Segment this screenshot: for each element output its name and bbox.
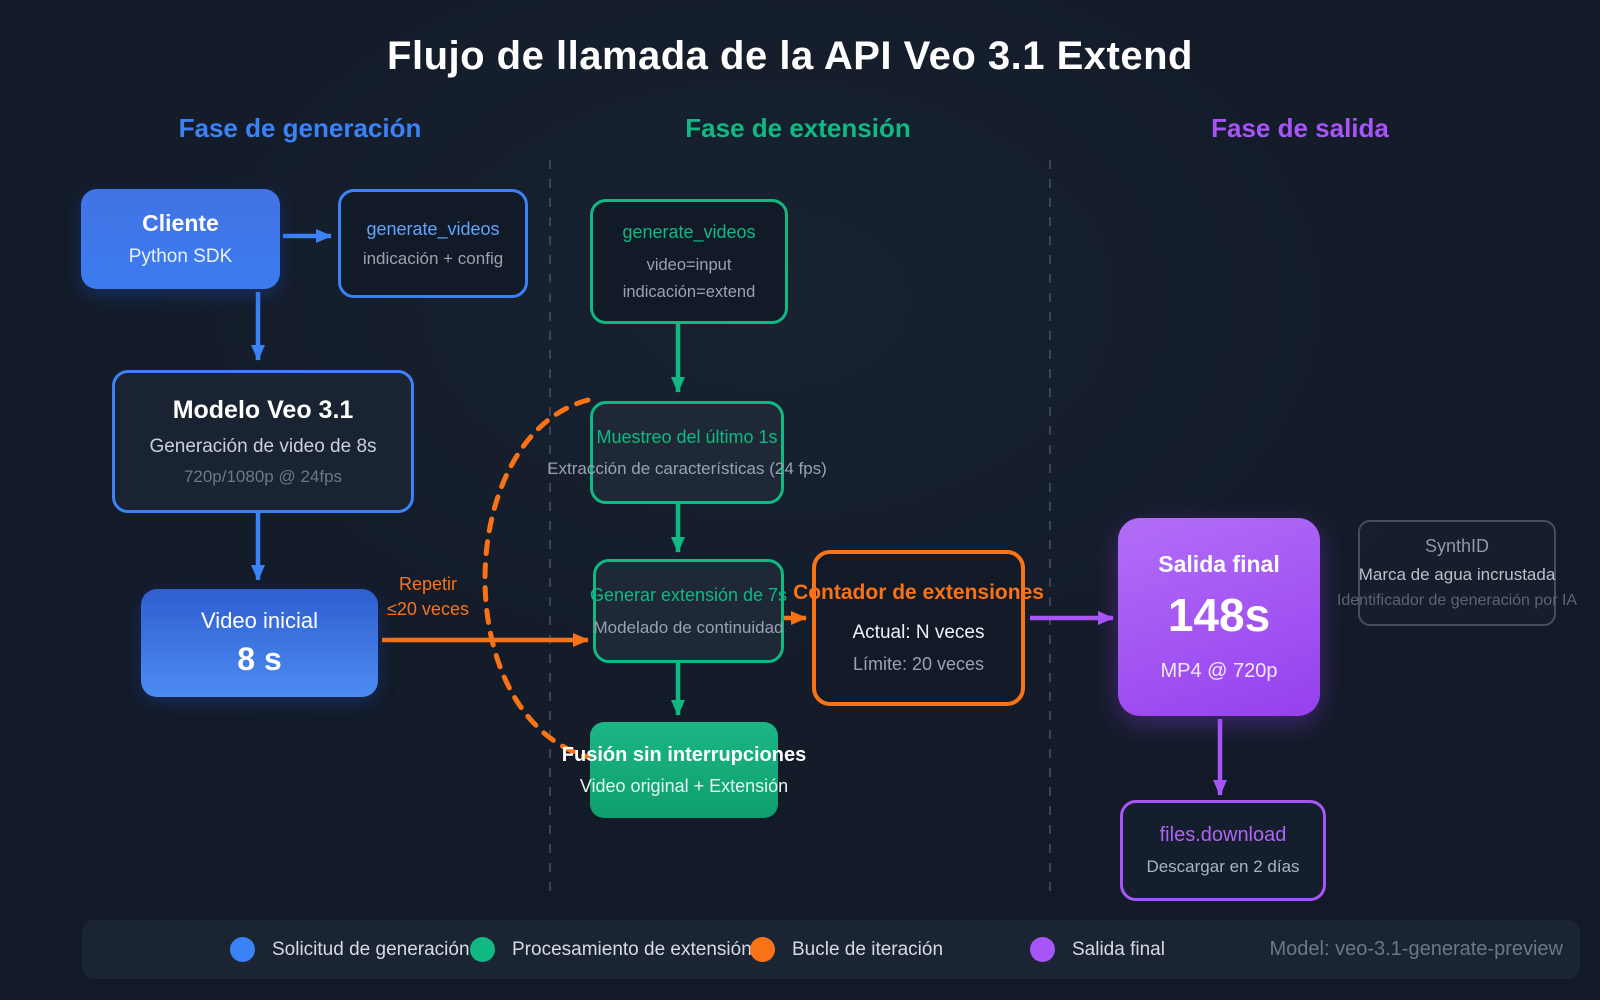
node-cliente-title: Cliente <box>142 210 219 237</box>
node-contador-extensiones: Contador de extensiones Actual: N veces … <box>793 550 1044 706</box>
legend-label-generation: Solicitud de generación <box>272 938 470 960</box>
node-muestreo-subtitle: Extracción de características (24 fps) <box>547 459 827 479</box>
node-files-download-subtitle: Descargar en 2 días <box>1146 857 1300 877</box>
node-cliente-subtitle: Python SDK <box>128 246 233 267</box>
legend-item-extension: Procesamiento de extensión <box>470 920 752 979</box>
node-files-download: files.download Descargar en 2 días <box>1120 800 1326 901</box>
legend-item-generation: Solicitud de generación <box>230 920 470 979</box>
iteration-loop-arc <box>482 397 595 761</box>
node-contador-actual: Actual: N veces <box>852 621 985 643</box>
node-fusion: Fusión sin interrupciones Video original… <box>562 722 806 818</box>
node-salida-final: Salida final 148s MP4 @ 720p <box>1118 518 1320 716</box>
legend-label-iteration: Bucle de iteración <box>792 938 944 960</box>
node-salida-title: Salida final <box>1158 551 1280 578</box>
legend-dot-purple <box>1030 937 1055 962</box>
node-fusion-subtitle: Video original + Extensión <box>579 775 789 796</box>
phase-header-output: Fase de salida <box>1211 113 1389 143</box>
node-synthid-line2: Marca de agua incrustada <box>1358 564 1556 584</box>
legend-item-output: Salida final <box>1030 920 1165 979</box>
legend-dot-orange <box>750 937 775 962</box>
node-generate-videos-request-subtitle: indicación + config <box>362 249 504 269</box>
node-contador-limite: Límite: 20 veces <box>852 654 985 675</box>
node-generate-videos-request-title: generate_videos <box>366 218 500 239</box>
node-video-inicial: Video inicial 8 s <box>141 589 378 697</box>
node-generate-videos-extend-title: generate_videos <box>622 221 756 242</box>
node-cliente: Cliente Python SDK <box>81 189 280 289</box>
node-generate-videos-extend: generate_videos video=input indicación=e… <box>590 199 788 324</box>
node-generar-title: Generar extensión de 7s <box>589 585 788 606</box>
legend-item-iteration: Bucle de iteración <box>750 920 943 979</box>
node-fusion-title: Fusión sin interrupciones <box>561 743 807 766</box>
node-generar-extension: Generar extensión de 7s Modelado de cont… <box>589 559 788 663</box>
node-files-download-title: files.download <box>1159 824 1287 847</box>
node-muestreo-title: Muestreo del último 1s <box>596 426 778 447</box>
legend-model-name: Model: veo-3.1-generate-preview <box>1269 938 1564 960</box>
node-video-inicial-duration: 8 s <box>237 641 282 678</box>
legend-label-extension: Procesamiento de extensión <box>512 938 752 960</box>
loop-repeat-label-line2: ≤20 veces <box>387 599 469 619</box>
node-modelo-title: Modelo Veo 3.1 <box>172 396 354 425</box>
node-video-inicial-title: Video inicial <box>200 607 318 633</box>
node-generate-videos-request: generate_videos indicación + config <box>338 189 528 298</box>
node-modelo-line2: Generación de video de 8s <box>149 435 377 457</box>
loop-repeat-label: Repetir ≤20 veces <box>387 572 469 622</box>
node-modelo-line3: 720p/1080p @ 24fps <box>183 467 343 487</box>
phase-header-generation: Fase de generación <box>178 113 422 143</box>
node-generate-videos-extend-line2: video=input <box>646 256 732 275</box>
legend-dot-green <box>470 937 495 962</box>
node-generate-videos-extend-line3: indicación=extend <box>622 282 756 301</box>
node-generar-subtitle: Modelado de continuidad <box>593 617 784 637</box>
legend-label-output: Salida final <box>1072 938 1165 960</box>
loop-repeat-label-line1: Repetir <box>398 574 458 594</box>
page-title: Flujo de llamada de la API Veo 3.1 Exten… <box>387 34 1193 78</box>
node-synthid: SynthID Marca de agua incrustada Identif… <box>1337 520 1577 626</box>
node-salida-duration: 148s <box>1167 589 1271 642</box>
node-muestreo: Muestreo del último 1s Extracción de car… <box>547 401 827 504</box>
phase-header-extension: Fase de extensión <box>685 113 911 143</box>
node-modelo-veo: Modelo Veo 3.1 Generación de video de 8s… <box>112 370 414 513</box>
node-synthid-title: SynthID <box>1424 536 1490 557</box>
node-salida-format: MP4 @ 720p <box>1160 659 1278 682</box>
legend-dot-blue <box>230 937 255 962</box>
legend-bar: Solicitud de generación Procesamiento de… <box>82 920 1580 979</box>
node-synthid-line3: Identificador de generación por IA <box>1336 591 1578 609</box>
node-contador-title: Contador de extensiones <box>793 581 1044 605</box>
